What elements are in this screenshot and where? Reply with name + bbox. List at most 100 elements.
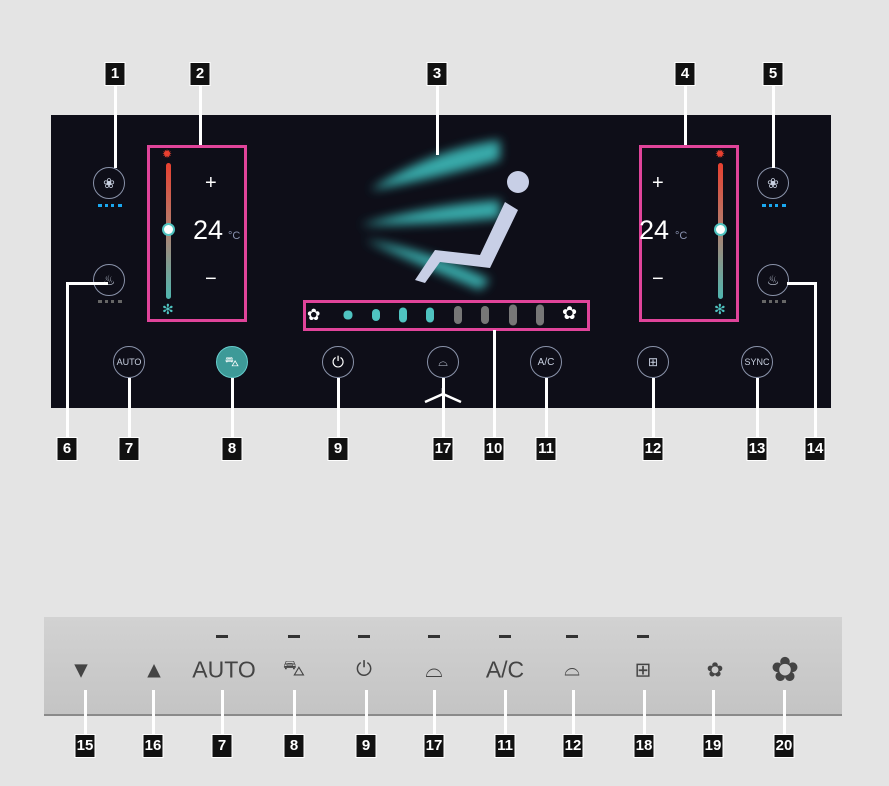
callout-line	[442, 378, 445, 437]
callout-label: 11	[494, 734, 516, 758]
indicator-led	[428, 635, 440, 638]
callout-label: 3	[426, 62, 448, 86]
callout-label: 5	[762, 62, 784, 86]
callout-label: 19	[702, 734, 724, 758]
sync-button[interactable]: SYNC	[741, 346, 773, 378]
fan-level-7[interactable]	[509, 304, 517, 326]
fan-level-6[interactable]	[481, 306, 489, 324]
callout-label: 18	[633, 734, 655, 758]
callout-label: 17	[432, 437, 454, 461]
left-temp-minus-button[interactable]: −	[205, 268, 217, 290]
seat-heat-level-indicator	[98, 300, 122, 303]
fan-level-3[interactable]	[399, 307, 407, 323]
left-seat-ventilation-button[interactable]: ❀	[93, 167, 125, 199]
right-temp-control-highlight	[639, 145, 739, 322]
callout-label: 12	[562, 734, 584, 758]
callout-label: 6	[56, 437, 78, 461]
callout-line	[152, 690, 155, 734]
right-seat-ventilation-button[interactable]: ❀	[757, 167, 789, 199]
callout-line	[84, 690, 87, 734]
ac-button[interactable]: A/C	[485, 656, 525, 683]
fan-increase-button[interactable]: ✿	[770, 651, 800, 689]
power-button[interactable]: ⏻	[356, 658, 372, 681]
left-temp-plus-button[interactable]: +	[205, 172, 217, 194]
callout-line	[572, 690, 575, 734]
right-seat-heating-button[interactable]: ♨	[757, 264, 789, 296]
temp-up-button[interactable]: ▲	[142, 656, 166, 683]
physical-control-panel	[44, 617, 842, 716]
callout-line	[221, 690, 224, 734]
rear-window-heater-button[interactable]: ⊞	[634, 659, 652, 682]
callout-label: 15	[74, 734, 96, 758]
callout-line	[66, 282, 108, 285]
callout-label: 13	[746, 437, 768, 461]
callout-label: 1	[104, 62, 126, 86]
callout-line	[66, 282, 69, 437]
fan-level-5[interactable]	[454, 306, 462, 324]
callout-label: 16	[142, 734, 164, 758]
right-temp-unit: °C	[675, 230, 688, 242]
fan-high-icon: ✿	[562, 303, 578, 323]
callout-line	[231, 378, 234, 437]
callout-line	[433, 690, 436, 734]
callout-label: 7	[118, 437, 140, 461]
rear-defrost-button[interactable]: ⊞	[637, 346, 669, 378]
indicator-led	[566, 635, 578, 638]
callout-line	[293, 690, 296, 734]
callout-label: 12	[642, 437, 664, 461]
left-temp-slider-handle[interactable]	[162, 223, 175, 236]
callout-line	[643, 690, 646, 734]
fan-level-1[interactable]	[343, 310, 353, 320]
callout-line	[436, 84, 439, 155]
callout-line	[114, 84, 117, 168]
cool-icon: ✻	[162, 301, 174, 317]
callout-line	[783, 690, 786, 734]
left-seat-heating-button[interactable]: ♨	[93, 264, 125, 296]
fan-level-8[interactable]	[536, 304, 544, 326]
recirculation-button[interactable]: ⛍	[216, 346, 248, 378]
front-defrost-button[interactable]: ⌓	[427, 346, 459, 378]
callout-line	[493, 330, 496, 437]
callout-line	[652, 378, 655, 437]
callout-line	[712, 690, 715, 734]
fan-level-2[interactable]	[372, 309, 380, 321]
callout-line	[337, 378, 340, 437]
left-temp-control-highlight	[147, 145, 247, 322]
heat-icon: ✹	[715, 147, 726, 161]
callout-label: 7	[211, 734, 233, 758]
right-temp-minus-button[interactable]: −	[652, 268, 664, 290]
fan-decrease-button[interactable]: ✿	[706, 659, 724, 682]
auto-button[interactable]: AUTO	[113, 346, 145, 378]
callout-label: 8	[221, 437, 243, 461]
fan-low-icon: ✿	[307, 307, 321, 324]
callout-line	[199, 84, 202, 145]
front-defrost-button[interactable]: ⌓	[425, 657, 443, 682]
callout-line	[128, 378, 131, 437]
auto-button[interactable]: AUTO	[192, 656, 256, 683]
recirculation-button[interactable]: ⛍	[282, 655, 306, 681]
cool-icon: ✻	[714, 301, 726, 317]
right-temp-plus-button[interactable]: +	[652, 172, 664, 194]
indicator-led	[216, 635, 228, 638]
callout-line	[545, 378, 548, 437]
temp-down-button[interactable]: ▼	[69, 656, 93, 683]
left-temp-unit: °C	[228, 230, 241, 242]
indicator-led	[637, 635, 649, 638]
callout-line	[365, 690, 368, 734]
callout-label: 20	[773, 734, 795, 758]
right-temp-value: 24	[639, 215, 670, 245]
callout-line	[814, 282, 817, 437]
right-temp-slider-handle[interactable]	[714, 223, 727, 236]
callout-label: 4	[674, 62, 696, 86]
fan-speed-bar[interactable]	[303, 300, 590, 331]
power-button[interactable]: ⏻	[322, 346, 354, 378]
callout-label: 14	[804, 437, 826, 461]
ac-button[interactable]: A/C	[530, 346, 562, 378]
rear-defrost-button[interactable]: ⌓	[564, 658, 580, 681]
indicator-led	[499, 635, 511, 638]
indicator-led	[358, 635, 370, 638]
callout-label: 11	[535, 437, 557, 461]
seat-heat-level-indicator	[762, 300, 786, 303]
fan-level-4[interactable]	[426, 307, 434, 323]
callout-line	[684, 84, 687, 145]
